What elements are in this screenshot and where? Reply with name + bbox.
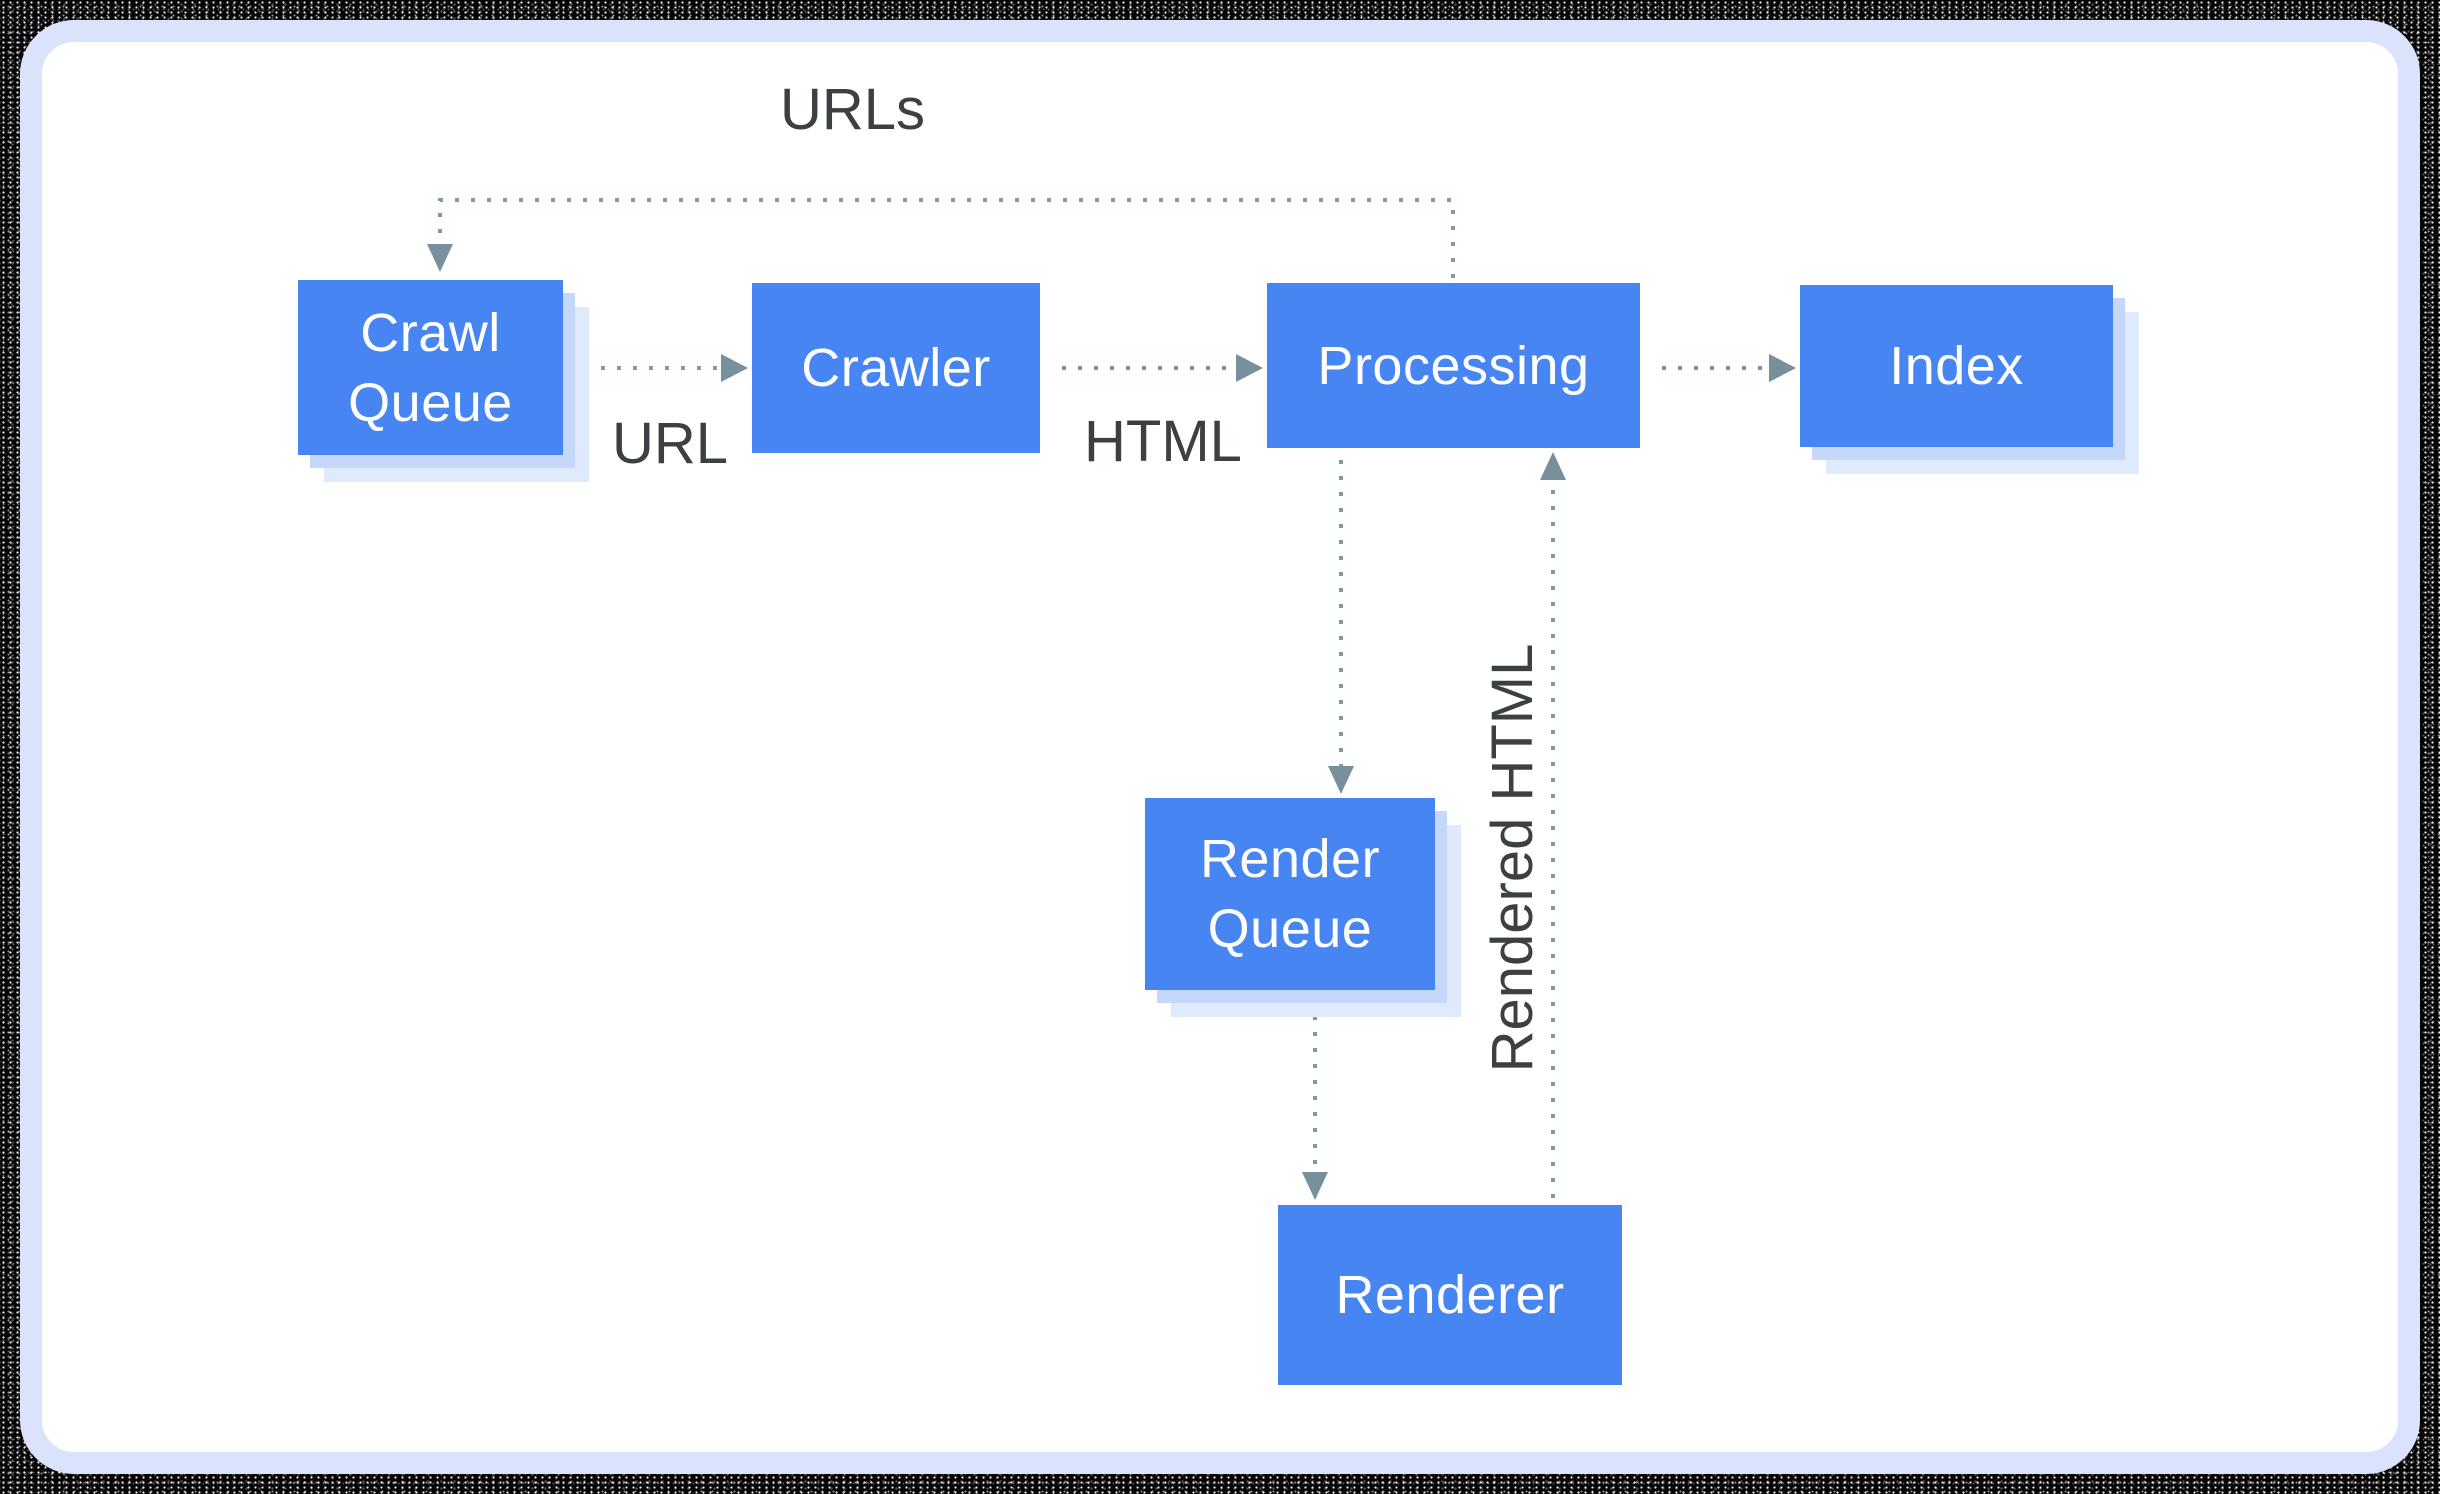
node-render-queue: Render Queue [1145,798,1435,990]
arrowhead-down-into-crawl-queue [427,244,453,272]
node-processing: Processing [1267,283,1640,448]
edge-processing-to-crawlqueue-urls [438,198,1455,278]
node-crawl-queue: Crawl Queue [298,280,563,455]
rendered-html-edge-label: Rendered HTML [1480,643,1545,1073]
node-renderer-label: Renderer [1335,1265,1565,1325]
node-index: Index [1800,285,2113,447]
node-crawler-label: Crawler [801,338,991,398]
arrowhead-right-into-index [1769,354,1796,382]
node-render-queue-label: Render Queue [1199,829,1381,959]
arrowhead-up-into-processing [1540,452,1566,480]
arrowhead-right-into-crawler [721,354,748,382]
node-processing-label: Processing [1317,335,1590,396]
node-index-label: Index [1889,336,2024,396]
arrowhead-down-into-render-queue [1328,766,1354,794]
html-edge-label: HTML [1084,409,1242,474]
diagram-card [20,20,2420,1474]
node-crawler: Crawler [752,283,1040,453]
arrowhead-right-into-processing [1236,354,1263,382]
arrowhead-down-into-renderer [1302,1172,1328,1200]
urls-edge-label: URLs [780,77,926,142]
url-edge-label: URL [611,411,729,476]
node-crawl-queue-label: Crawl Queue [348,302,513,433]
node-renderer: Renderer [1278,1205,1622,1385]
